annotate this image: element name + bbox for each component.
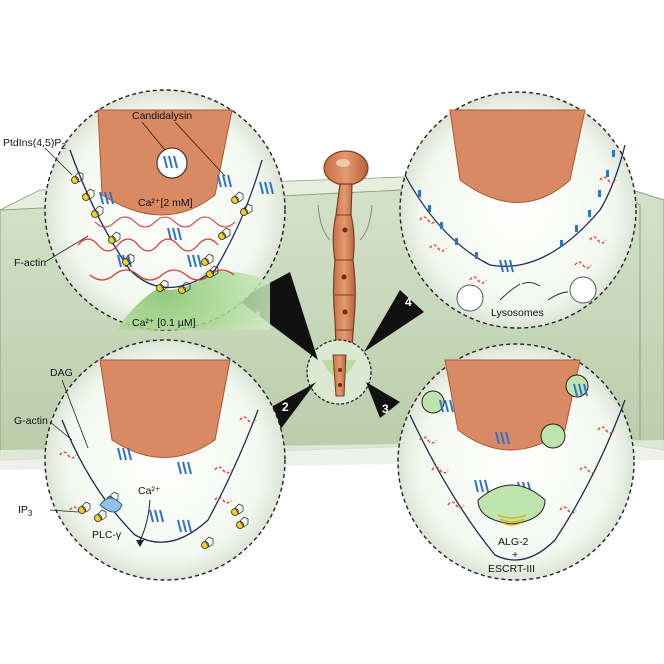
zoom-circle bbox=[306, 339, 372, 405]
label-plus: + bbox=[512, 549, 518, 561]
label-ca: Ca²⁺ bbox=[138, 485, 161, 497]
label-lysosomes: Lysosomes bbox=[491, 307, 544, 319]
step-4-number: 4 bbox=[405, 295, 412, 309]
panel-1 bbox=[44, 89, 286, 331]
label-ca-high: Ca²⁺[2 mM] bbox=[138, 197, 193, 209]
label-candidalysin: Candidalysin bbox=[132, 110, 192, 122]
step-2-number: 2 bbox=[282, 400, 289, 414]
labels: PtdIns(4,5)P2 Candidalysin Ca²⁺[2 mM] F-… bbox=[3, 110, 544, 575]
panel-3 bbox=[397, 343, 635, 581]
label-ptdins: PtdIns(4,5)P2 bbox=[3, 137, 66, 151]
label-f-actin: F-actin bbox=[14, 257, 46, 269]
label-alg2: ALG-2 bbox=[498, 536, 529, 548]
label-plc: PLC-γ bbox=[92, 529, 122, 541]
step-3-number: 3 bbox=[382, 402, 389, 416]
label-ca-low: Ca²⁺ [0.1 µM] bbox=[132, 317, 196, 329]
panel-2 bbox=[44, 339, 286, 581]
label-ip3: IP3 bbox=[18, 504, 33, 518]
label-g-actin: G-actin bbox=[14, 415, 48, 427]
panel-4 bbox=[399, 91, 637, 329]
label-escrt: ESCRT-III bbox=[488, 563, 535, 575]
label-dag: DAG bbox=[50, 367, 73, 379]
